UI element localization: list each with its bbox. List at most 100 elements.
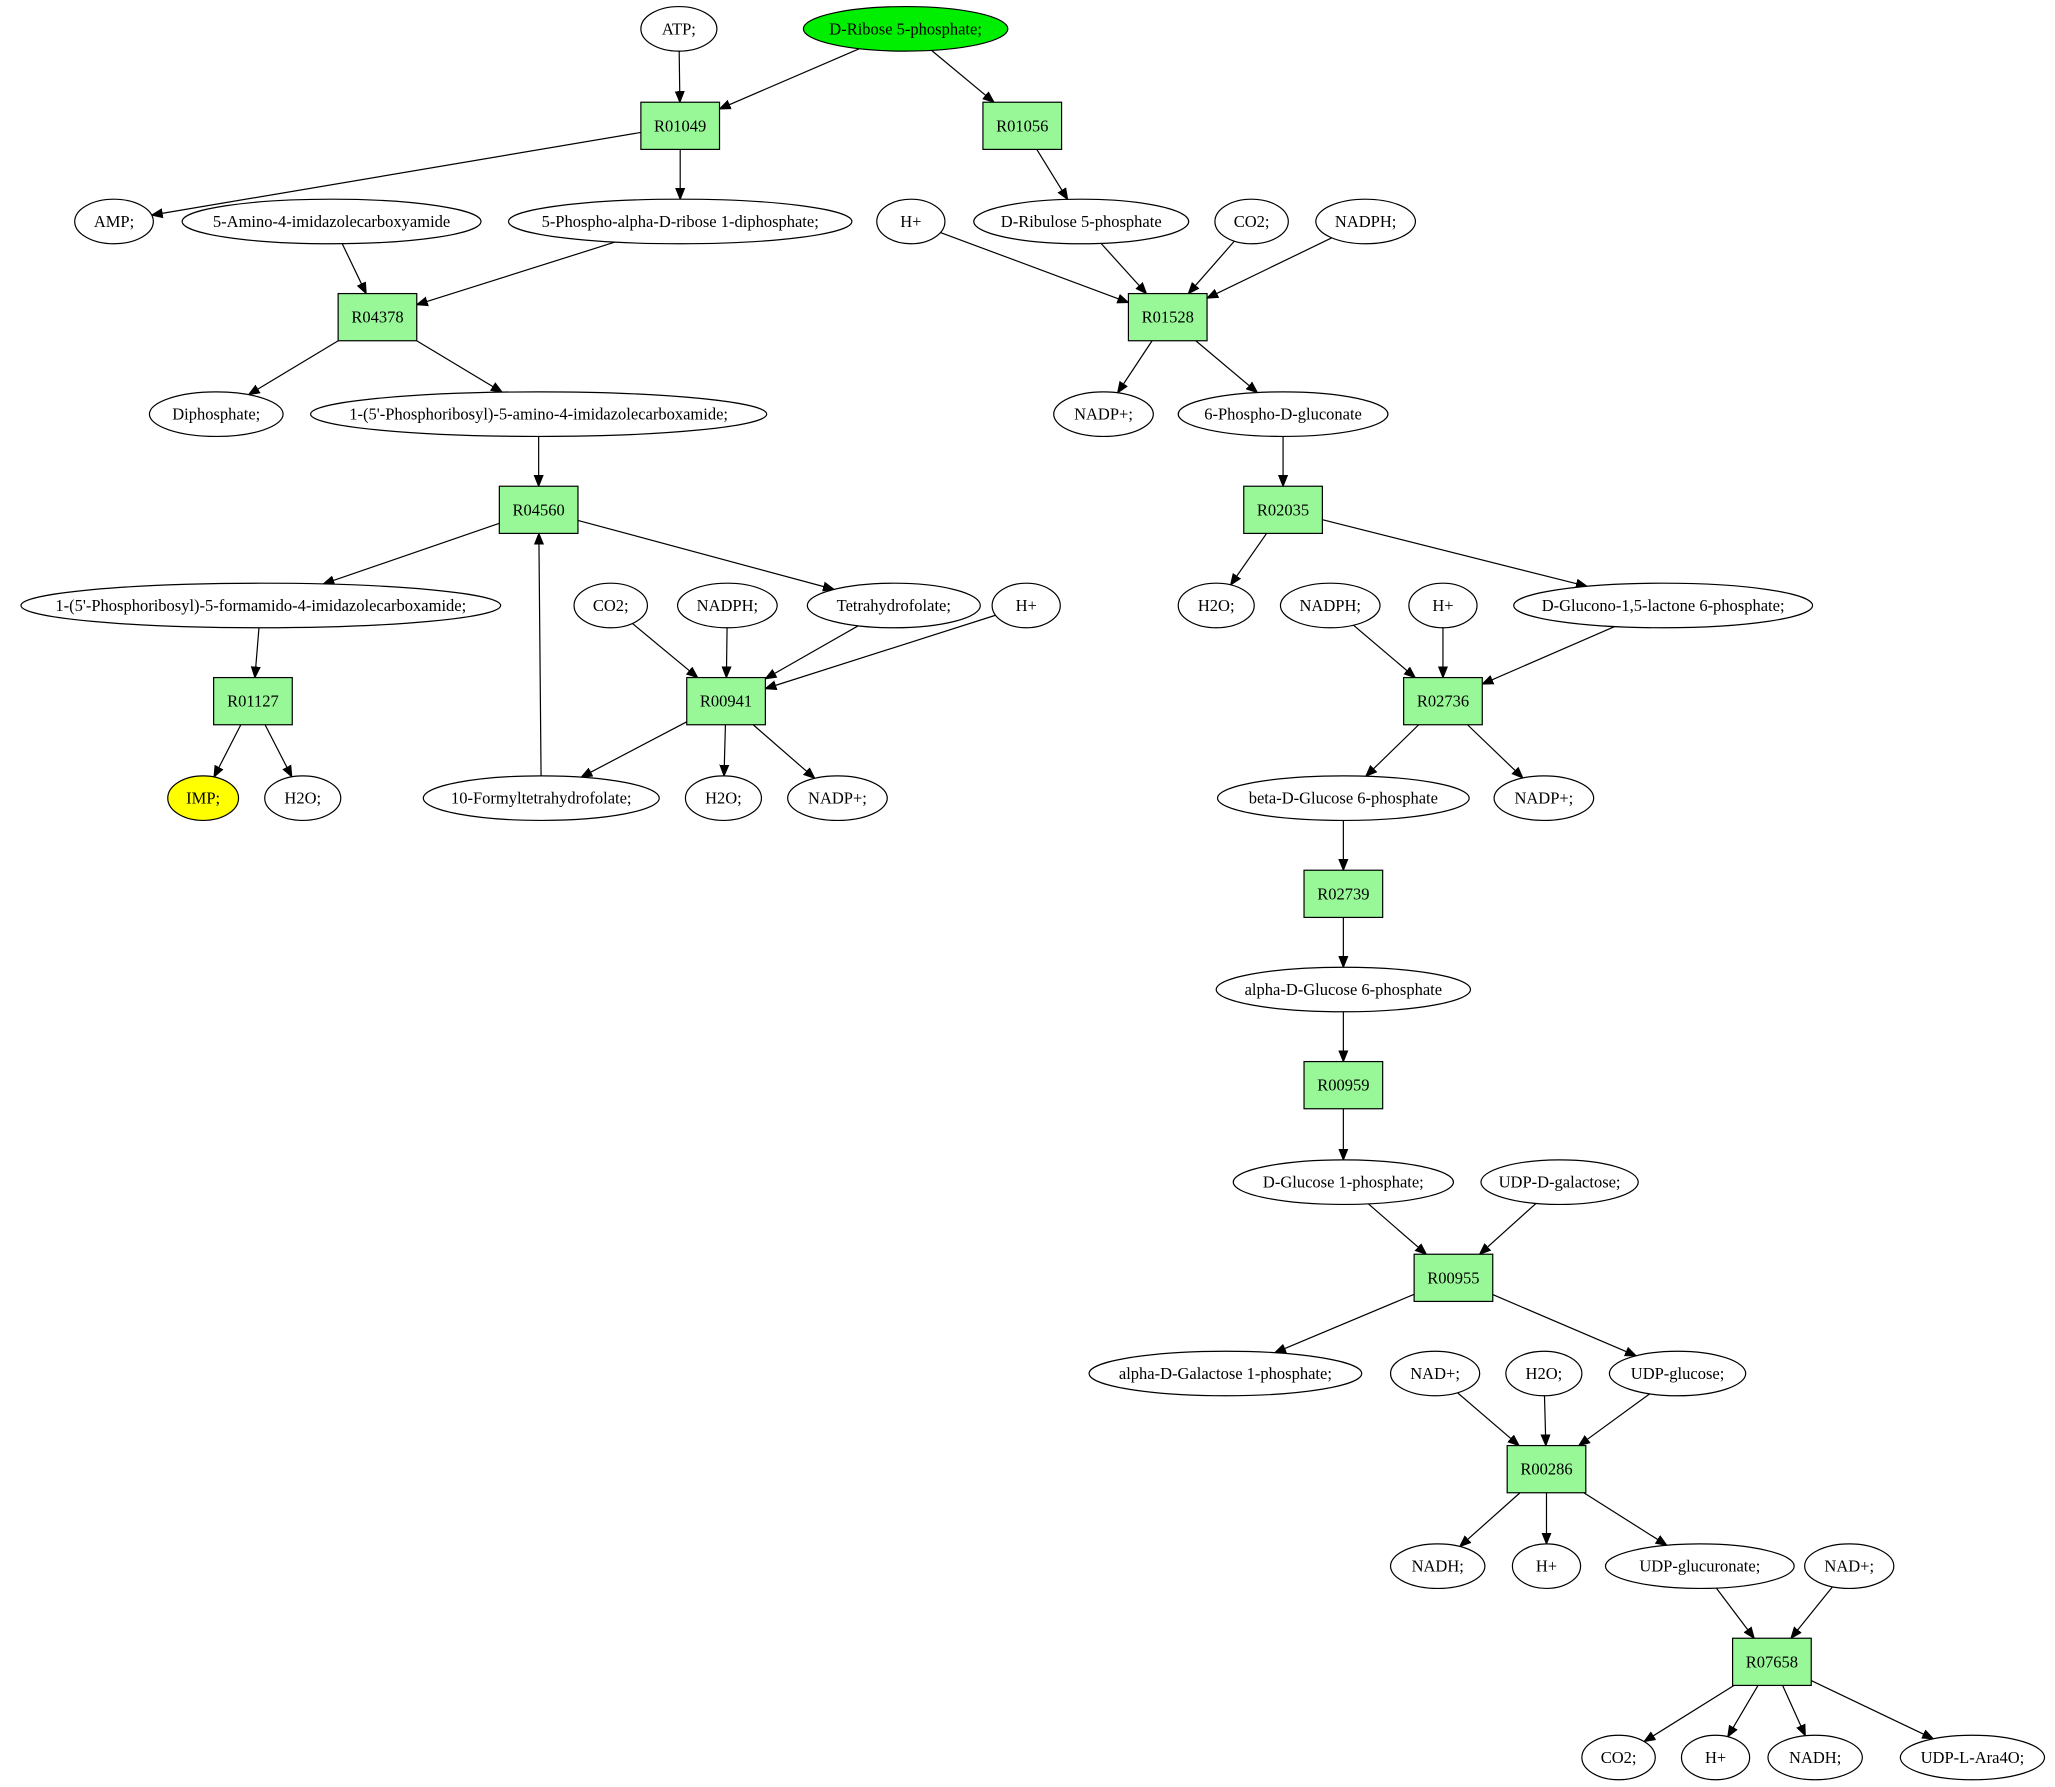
start-compound-ellipse — [802, 5, 1009, 52]
edge-c_nadph3-to-r02736 — [1353, 624, 1415, 677]
compound-node: ATP; — [640, 5, 718, 52]
compound-node: alpha-D-Glucose 6-phosphate — [1215, 966, 1472, 1013]
compound-node: AMP; — [74, 198, 154, 245]
compound-node: NADPH; — [1279, 582, 1381, 629]
edge-c_hplus2-to-r00941 — [765, 614, 996, 688]
compound-label: NADP+; — [1514, 789, 1573, 808]
edge-r01528-to-c_nadpplus1 — [1118, 340, 1153, 393]
reaction-label: R00286 — [1520, 1460, 1572, 1479]
compound-node: CO2; — [1214, 198, 1289, 245]
compound-ellipse — [1177, 582, 1255, 629]
target-compound-ellipse — [167, 775, 240, 822]
compound-ellipse — [1804, 1543, 1895, 1590]
compound-node: NADP+; — [1493, 775, 1595, 822]
reaction-node: R07658 — [1731, 1637, 1812, 1687]
edge-c_nadph2-to-r00941 — [726, 627, 727, 678]
compound-ellipse — [1279, 582, 1381, 629]
reaction-node: R04378 — [337, 292, 418, 342]
compound-ellipse — [1505, 1350, 1583, 1397]
edge-c_r5p-to-r01049 — [720, 48, 860, 109]
compound-label: D-Glucono-1,5-lactone 6-phosphate; — [1542, 596, 1785, 615]
reaction-node: R02035 — [1243, 485, 1323, 535]
compound-label: 10-Formyltetrahydrofolate; — [451, 789, 632, 808]
edge-c_gl6p-to-r02736 — [1482, 626, 1615, 685]
reaction-box — [498, 485, 579, 535]
edge-r01127-to-c_h2o_2 — [264, 724, 292, 777]
edge-r00955-to-c_gal1p — [1275, 1293, 1415, 1352]
edge-c_co2_2-to-r00941 — [632, 623, 697, 677]
edge-c_ru5p-to-r01528 — [1100, 242, 1146, 293]
compound-label: D-Ribose 5-phosphate; — [829, 19, 982, 38]
edge-c_co2_1-to-r01528 — [1188, 240, 1235, 293]
compound-label: H2O; — [1526, 1364, 1563, 1383]
compound-ellipse — [1389, 1350, 1481, 1397]
reaction-node: R02739 — [1303, 869, 1384, 919]
reaction-box — [1413, 1253, 1494, 1303]
compound-label: Tetrahydrofolate; — [837, 596, 951, 615]
compound-ellipse — [310, 391, 768, 438]
compound-node: H+ — [991, 582, 1061, 629]
compound-node: 1-(5'-Phosphoribosyl)-5-formamido-4-imid… — [20, 582, 502, 629]
compound-node: H+ — [1408, 582, 1478, 629]
compound-node: D-Ribulose 5-phosphate — [973, 198, 1190, 245]
compound-label: 5-Phospho-alpha-D-ribose 1-diphosphate; — [542, 212, 819, 231]
edge-c_udpgal-to-r00955 — [1480, 1202, 1537, 1254]
compound-ellipse — [1088, 1350, 1363, 1397]
reaction-label: R02736 — [1417, 692, 1469, 711]
compound-node: H+ — [1511, 1543, 1582, 1590]
compound-node: NADH; — [1389, 1543, 1486, 1590]
reaction-box — [213, 676, 293, 726]
reaction-label: R00941 — [700, 692, 752, 711]
edge-r04560-to-c_faicar — [323, 522, 500, 584]
compound-ellipse — [148, 391, 284, 438]
compound-node: Diphosphate; — [148, 391, 284, 438]
compound-ellipse — [1214, 198, 1289, 245]
compound-ellipse — [1680, 1734, 1751, 1781]
compound-label: 6-Phospho-D-gluconate — [1204, 405, 1362, 424]
compound-node: CO2; — [1581, 1734, 1656, 1781]
compound-label: NADPH; — [1335, 212, 1396, 231]
compound-ellipse — [74, 198, 154, 245]
edge-r00286-to-c_nadh1 — [1460, 1492, 1521, 1547]
reaction-box — [337, 292, 418, 342]
compound-label: NADPH; — [697, 596, 758, 615]
compound-label: NADP+; — [1074, 405, 1133, 424]
reaction-label: R04378 — [351, 308, 403, 327]
compound-label: D-Glucose 1-phosphate; — [1263, 1173, 1424, 1192]
compound-label: NADH; — [1789, 1748, 1841, 1767]
reaction-label: R01127 — [227, 692, 279, 711]
reaction-node: R01127 — [213, 676, 293, 726]
edge-c_hplus1-to-r01528 — [940, 231, 1128, 303]
compound-node: NADH; — [1767, 1734, 1863, 1781]
compound-ellipse — [1493, 775, 1595, 822]
compound-ellipse — [1232, 1159, 1455, 1206]
edge-r00941-to-c_h2o_3 — [724, 724, 725, 776]
compound-node: D-Glucose 1-phosphate; — [1232, 1159, 1455, 1206]
compound-label: H2O; — [1198, 596, 1235, 615]
reaction-node: R01049 — [640, 101, 721, 151]
edge-r01056-to-c_ru5p — [1036, 149, 1068, 199]
reaction-label: R00955 — [1427, 1268, 1479, 1287]
compound-ellipse — [1215, 966, 1472, 1013]
compound-node: 6-Phospho-D-gluconate — [1177, 391, 1389, 438]
compound-ellipse — [181, 198, 482, 245]
reaction-box — [1506, 1444, 1587, 1494]
compound-label: NADP+; — [808, 789, 867, 808]
compound-node: D-Ribose 5-phosphate; — [802, 5, 1009, 52]
reaction-label: R04560 — [513, 500, 565, 519]
reaction-box — [1127, 292, 1208, 342]
compound-ellipse — [676, 582, 778, 629]
compound-node: UDP-glucose; — [1608, 1350, 1747, 1397]
compound-ellipse — [787, 775, 888, 822]
edge-r00941-to-c_nadpplus2 — [752, 724, 815, 779]
compound-node: UDP-L-Ara4O; — [1899, 1734, 2046, 1781]
compound-node: NADPH; — [676, 582, 778, 629]
edge-r07658-to-c_nadh2 — [1782, 1685, 1806, 1735]
compound-node: IMP; — [167, 775, 240, 822]
compound-node: 1-(5'-Phosphoribosyl)-5-amino-4-imidazol… — [310, 391, 768, 438]
compound-node: H2O; — [1505, 1350, 1583, 1397]
reaction-node: R00959 — [1303, 1060, 1384, 1110]
compound-node: Tetrahydrofolate; — [806, 582, 981, 629]
compound-node: 5-Amino-4-imidazolecarboxyamide — [181, 198, 482, 245]
reaction-node: R01528 — [1127, 292, 1208, 342]
